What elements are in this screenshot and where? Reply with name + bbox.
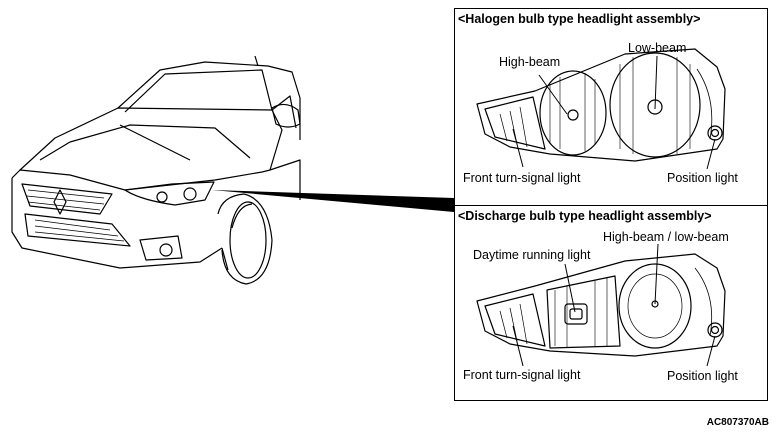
daytime-running-light-label: Daytime running light — [473, 248, 591, 262]
discharge-title: <Discharge bulb type headlight assembly> — [458, 209, 712, 223]
halogen-title: <Halogen bulb type headlight assembly> — [458, 12, 701, 26]
discharge-turn-signal-label: Front turn-signal light — [463, 368, 581, 382]
halogen-position-light-label: Position light — [667, 171, 738, 185]
low-beam-label: Low-beam — [628, 41, 687, 55]
halogen-turn-signal-label: Front turn-signal light — [463, 171, 581, 185]
figure-code: AC807370AB — [706, 417, 769, 428]
discharge-panel: <Discharge bulb type headlight assembly>… — [454, 205, 768, 401]
discharge-headlight-drawing — [476, 243, 726, 367]
high-low-beam-label: High-beam / low-beam — [603, 230, 729, 244]
high-beam-label: High-beam — [499, 55, 561, 69]
discharge-position-light-label: Position light — [667, 369, 738, 383]
halogen-headlight-drawing — [476, 48, 726, 170]
halogen-panel: <Halogen bulb type headlight assembly> H… — [454, 8, 768, 206]
